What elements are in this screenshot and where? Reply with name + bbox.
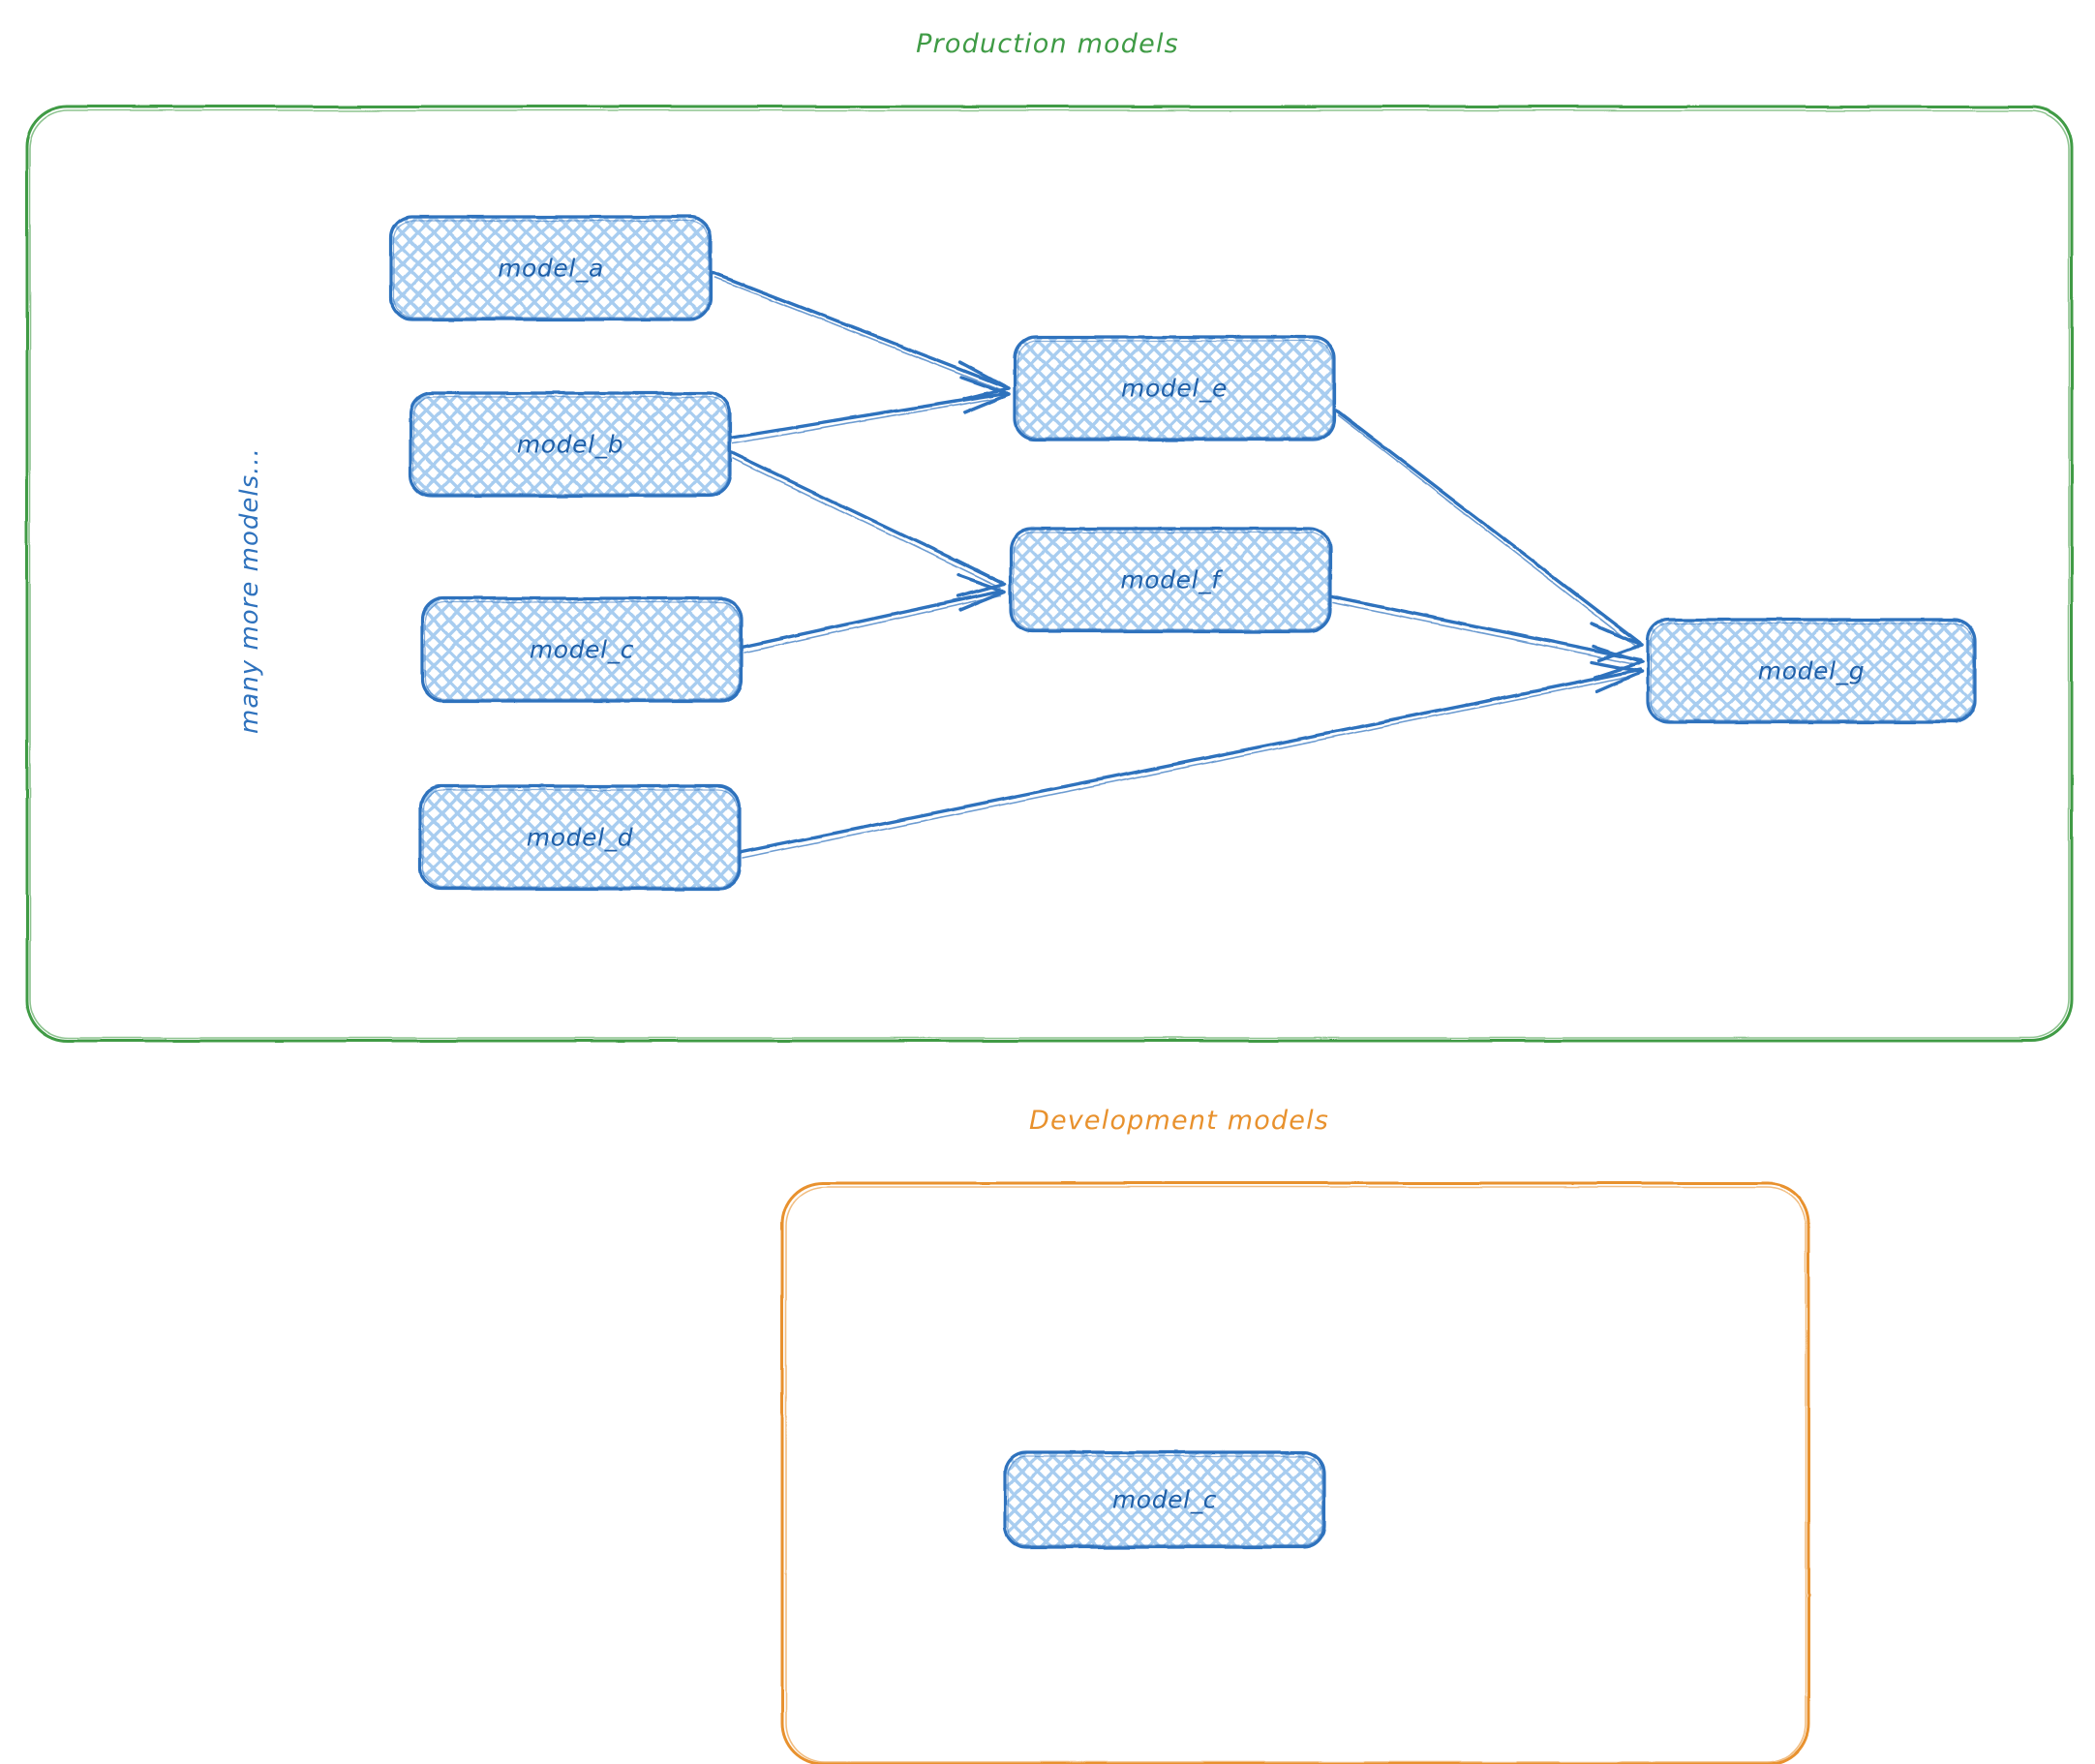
node-dev-model_c-box[interactable] <box>1003 1450 1326 1549</box>
node-model_f-box-sketch <box>1013 532 1329 630</box>
node-model_a-box-sketch <box>393 220 710 319</box>
node-model_c[interactable] <box>420 596 744 703</box>
node-model_d[interactable] <box>418 784 742 891</box>
edge-model_e-model_g <box>1334 409 1644 662</box>
node-model_e-box[interactable] <box>1013 335 1336 441</box>
node-model_a-box[interactable] <box>389 215 713 321</box>
group-production <box>25 105 2074 1043</box>
nodes-layer <box>389 215 1977 1549</box>
group-development <box>780 1181 1810 1764</box>
node-model_b-box[interactable] <box>409 391 732 498</box>
development-group-title: Development models <box>1028 1106 1330 1136</box>
node-model_e[interactable] <box>1013 335 1336 441</box>
node-model_c-box[interactable] <box>420 596 744 703</box>
node-model_a[interactable] <box>389 215 713 321</box>
edge-model_b-model_f <box>730 451 1007 598</box>
development-group-border-sketch <box>785 1186 1807 1763</box>
production-group-border-sketch <box>29 109 2070 1039</box>
edge-model_d-model_g <box>740 660 1644 859</box>
edge-model_c-model_f <box>742 573 1007 654</box>
node-model_f[interactable] <box>1009 527 1332 633</box>
node-model_g-box-sketch <box>1650 623 1974 721</box>
edges-layer <box>711 271 1644 859</box>
node-model_f-box[interactable] <box>1009 527 1332 633</box>
node-model_e-box-sketch <box>1017 340 1333 439</box>
node-model_g-box[interactable] <box>1646 618 1977 724</box>
node-model_g[interactable] <box>1646 618 1977 724</box>
development-group-border <box>780 1181 1810 1764</box>
node-dev-model_c-box-sketch <box>1007 1455 1323 1546</box>
node-model_b[interactable] <box>409 391 732 498</box>
node-model_b-box-sketch <box>412 396 729 495</box>
node-model_d-box-sketch <box>422 789 739 888</box>
node-model_d-box[interactable] <box>418 784 742 891</box>
production-group-border <box>25 105 2074 1043</box>
node-model_c-box-sketch <box>424 601 741 700</box>
many-more-models-note: many more models... <box>235 447 264 734</box>
production-group-title: Production models <box>916 29 1179 59</box>
edge-model_b-model_b-e <box>730 376 1011 444</box>
node-dev-model_c[interactable] <box>1003 1450 1326 1549</box>
edge-model_f-model_g <box>1330 594 1644 680</box>
